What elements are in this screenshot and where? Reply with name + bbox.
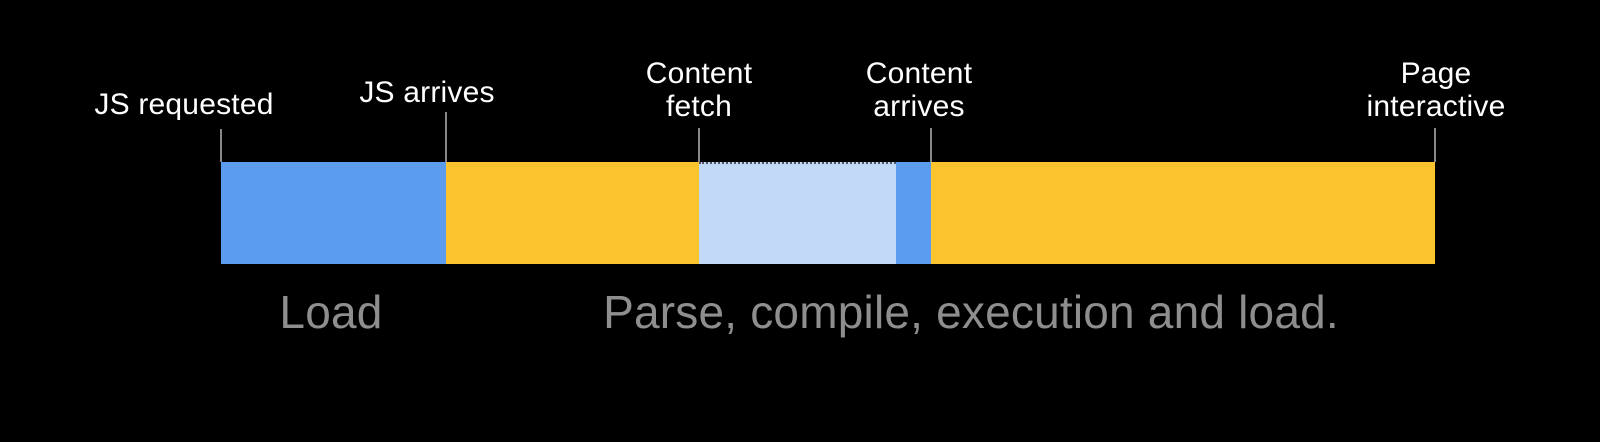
label-page-interactive: Page interactive <box>1366 57 1506 123</box>
segment-content-fetch-span <box>699 162 896 264</box>
caption-parse: Parse, compile, execution and load. <box>603 286 1339 338</box>
tick-content-fetch <box>698 128 700 162</box>
tick-page-interactive <box>1434 128 1436 162</box>
segment-parse-compile-2 <box>931 162 1435 264</box>
tick-js-arrives <box>445 112 447 162</box>
caption-load: Load <box>279 286 383 338</box>
tick-content-arrives <box>930 128 932 162</box>
timeline-bar <box>221 162 1435 264</box>
label-content-arrives: Content arrives <box>865 57 973 123</box>
tick-js-requested <box>220 129 222 162</box>
segment-parse-compile-1 <box>446 162 699 264</box>
label-js-arrives: JS arrives <box>359 76 495 109</box>
segment-js-download <box>221 162 446 264</box>
label-content-fetch: Content fetch <box>645 57 753 123</box>
label-js-requested: JS requested <box>94 88 274 121</box>
segment-content-download <box>896 162 931 264</box>
